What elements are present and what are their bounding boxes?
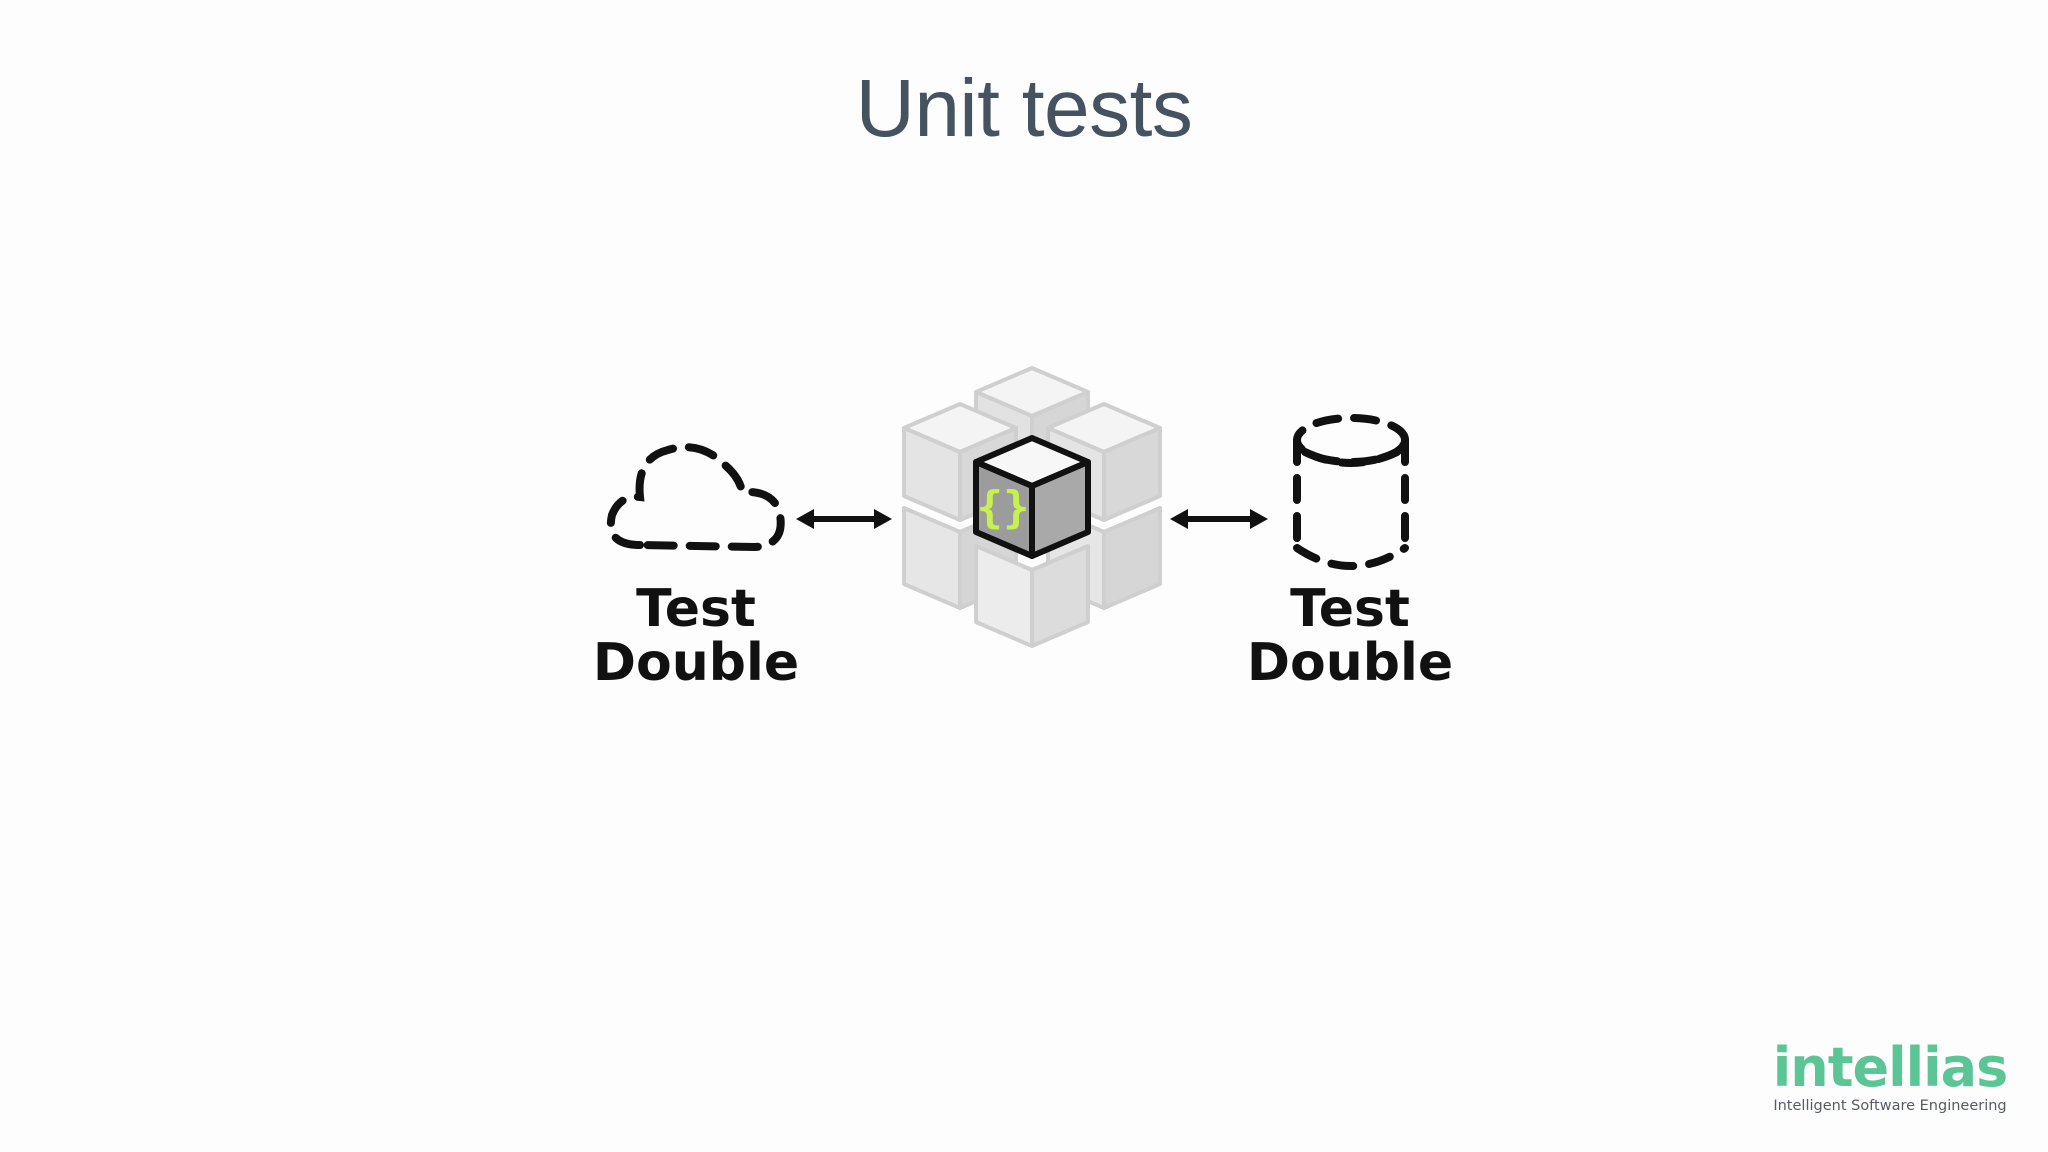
left-test-double-label: Test Double xyxy=(566,582,826,690)
right-test-double-label: Test Double xyxy=(1220,582,1480,690)
intellias-logo: intellias Intelligent Software Engineeri… xyxy=(1772,1038,2009,1118)
dashed-database-icon xyxy=(1293,414,1409,570)
slide-title: Unit tests xyxy=(855,63,1193,154)
left-label-line2: Double xyxy=(592,633,800,693)
logo-tagline: Intelligent Software Engineering xyxy=(1773,1098,2007,1114)
left-double-arrow xyxy=(796,509,892,529)
unit-under-test-cube xyxy=(973,435,1091,559)
right-double-arrow xyxy=(1170,509,1268,529)
right-label-line2: Double xyxy=(1246,633,1454,693)
left-label-line1: Test xyxy=(636,579,756,639)
code-braces-icon: {} xyxy=(977,482,1030,533)
dashed-cloud-icon xyxy=(606,443,785,552)
logo-wordmark: intellias xyxy=(1772,1036,2009,1099)
right-label-line1: Test xyxy=(1290,579,1410,639)
